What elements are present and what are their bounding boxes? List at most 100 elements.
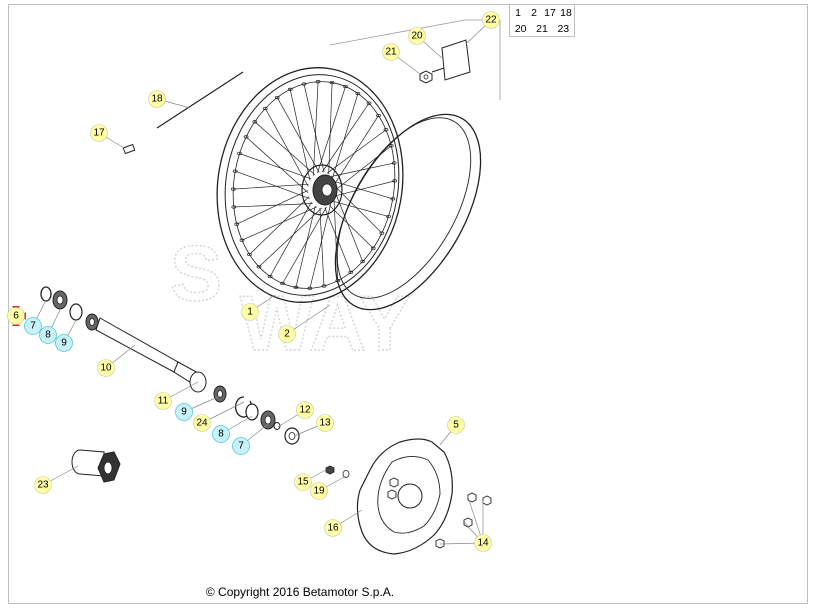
axle-assembly — [40, 286, 300, 445]
spoke-nipple-mark — [237, 151, 242, 156]
spoke-nipple-mark — [355, 91, 361, 96]
spoke — [276, 97, 320, 173]
svg-text:10: 10 — [100, 363, 112, 374]
spoke-nipple-mark — [383, 128, 389, 132]
spoke — [303, 83, 325, 173]
callout-1: 1 — [241, 303, 259, 321]
spoke-nipple-mark — [329, 80, 335, 85]
svg-text:16: 16 — [327, 523, 339, 534]
spoke — [264, 108, 309, 187]
callout-18: 18 — [148, 90, 166, 108]
callout-15: 15 — [294, 473, 312, 491]
spoke — [235, 170, 310, 199]
svg-text:5: 5 — [453, 420, 459, 431]
spoke-nipple-mark — [234, 222, 240, 226]
spoke-nipple-mark — [321, 284, 327, 288]
spoke — [322, 103, 370, 173]
spoke-nipple-mark — [390, 197, 396, 201]
spoke — [309, 204, 332, 289]
spoke-nipple-mark — [252, 120, 258, 124]
spoke — [317, 86, 346, 174]
callout-13: 13 — [316, 414, 334, 432]
spoke-nipple-mark — [231, 205, 237, 209]
callout-8-upper: 8 — [39, 326, 57, 344]
spoke — [332, 200, 389, 217]
spoke-nipple-mark — [232, 169, 238, 173]
tyre-ring — [334, 113, 482, 311]
bolt — [435, 538, 445, 549]
legend-cell: 21 — [536, 23, 548, 35]
spoke — [236, 190, 309, 225]
spoke-nipple-mark — [243, 135, 249, 139]
spoke-nipple-mark — [307, 286, 313, 290]
spoke — [319, 207, 325, 287]
callout-14: 14 — [474, 534, 492, 552]
bolt — [463, 517, 473, 528]
valve-nut — [419, 70, 433, 84]
callout-8-lower: 8 — [212, 425, 230, 443]
spoke — [334, 181, 393, 200]
spoke — [332, 93, 359, 179]
spoke — [334, 115, 379, 184]
spoke-nipple-mark — [343, 84, 348, 89]
spoke — [282, 206, 327, 284]
spoke — [335, 193, 364, 262]
spoke-nipple-mark — [370, 246, 376, 250]
svg-text:6: 6 — [13, 311, 19, 322]
spoke — [335, 187, 383, 234]
spoke-nipple-mark — [391, 161, 397, 165]
spoke-nipple-mark — [315, 80, 321, 84]
spoke-nipple-mark — [287, 87, 293, 92]
svg-text:21: 21 — [385, 47, 397, 58]
svg-text:20: 20 — [411, 31, 423, 42]
svg-text:23: 23 — [37, 480, 49, 491]
spoked-wheel — [216, 67, 404, 303]
spoke — [241, 206, 318, 241]
spoke-nipple-mark — [256, 265, 262, 269]
callout-17: 17 — [90, 124, 108, 142]
svg-text:24: 24 — [196, 418, 208, 429]
callout-10: 10 — [97, 359, 115, 377]
brake-disc — [356, 438, 453, 555]
bolt — [467, 492, 477, 503]
svg-text:17: 17 — [93, 128, 105, 139]
callout-2: 2 — [278, 325, 296, 343]
spoke — [245, 136, 309, 193]
watermark: S WAY — [169, 228, 411, 367]
svg-text:19: 19 — [313, 486, 325, 497]
legend-cell: 1 — [515, 7, 521, 19]
callout-7-lower: 7 — [232, 437, 250, 455]
spoke-nipple-mark — [360, 259, 366, 264]
spoke — [335, 180, 395, 197]
callout-21: 21 — [382, 43, 400, 61]
svg-text:9: 9 — [61, 338, 67, 349]
callout-9-lower: 9 — [175, 403, 193, 421]
spoke — [269, 201, 312, 277]
disc-bolts — [387, 477, 492, 549]
callout-22: 22 — [482, 11, 500, 29]
svg-text:8: 8 — [218, 429, 224, 440]
callout-24: 24 — [193, 414, 211, 432]
callout-20: 20 — [408, 27, 426, 45]
wheel-spokes — [233, 81, 395, 289]
legend-cell: 20 — [514, 23, 527, 35]
spoke — [331, 162, 395, 177]
spoke-nipples — [230, 80, 398, 290]
svg-text:1: 1 — [247, 307, 253, 318]
spoke-nipple-mark — [348, 270, 354, 275]
spoke — [295, 205, 316, 288]
bolt — [387, 489, 397, 500]
spoke-nipple-mark — [392, 179, 398, 183]
legend-cell: 17 — [544, 7, 556, 19]
svg-text:11: 11 — [158, 396, 169, 407]
spoke-nipple-mark — [366, 101, 372, 105]
callout-16: 16 — [324, 519, 342, 537]
svg-text:2: 2 — [284, 329, 290, 340]
callout-11: 11 — [154, 392, 172, 410]
spoke — [254, 121, 315, 175]
loose-spoke — [156, 71, 244, 129]
spoke — [326, 129, 387, 174]
svg-text:7: 7 — [30, 321, 36, 332]
